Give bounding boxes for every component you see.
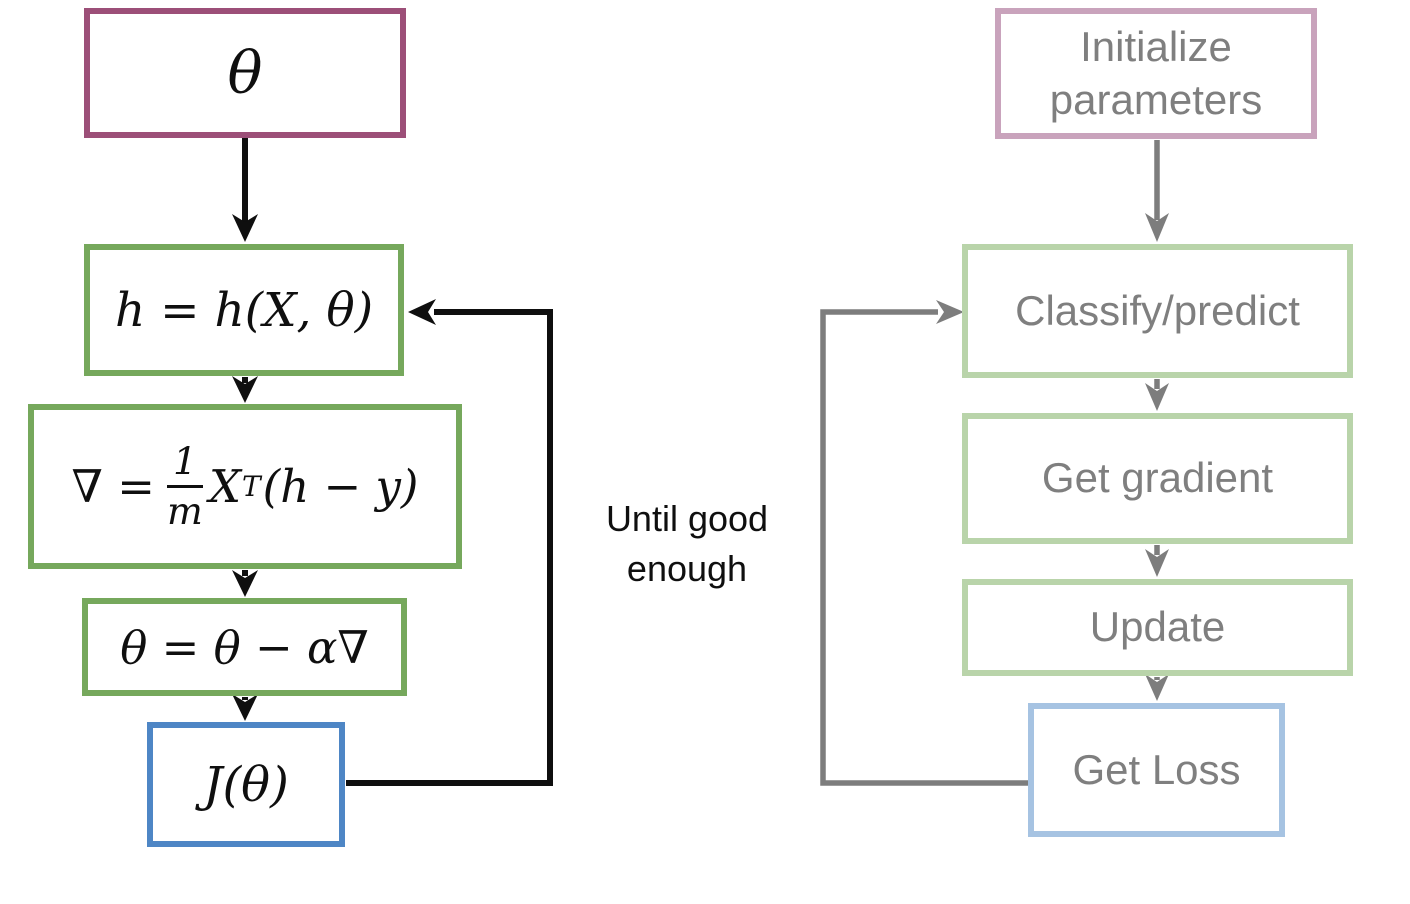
- gradient-rhs: (h − y): [262, 460, 419, 513]
- classify-predict-label: Classify/predict: [1015, 286, 1300, 334]
- gradient-base: X: [209, 460, 242, 513]
- gradient-lhs: ∇ =: [71, 460, 155, 513]
- arrowhead-right-feedback: [936, 300, 964, 324]
- classify-predict-box: Classify/predict: [962, 244, 1353, 378]
- initialize-parameters-label: Initialize parameters: [1049, 23, 1263, 123]
- arrowhead-update-to-loss-right: [1145, 674, 1169, 701]
- right-feedback-line: [820, 309, 1028, 786]
- until-good-enough-label: Until good enough: [605, 498, 769, 589]
- gradient-fraction: 1 m: [166, 439, 203, 534]
- arrowhead-hypothesis-to-gradient: [232, 376, 258, 403]
- fraction-denominator: m: [167, 489, 203, 533]
- initialize-parameters-box: Initialize parameters: [995, 8, 1317, 139]
- arrowhead-theta-to-hypothesis: [232, 214, 258, 242]
- get-loss-box: Get Loss: [1028, 703, 1285, 837]
- theta-equation: θ: [227, 39, 263, 107]
- arrowhead-gradient-to-update-right: [1145, 549, 1169, 577]
- arrowhead-init-to-classify: [1145, 213, 1169, 242]
- update-box: Update: [962, 579, 1353, 676]
- theta-box: θ: [84, 8, 406, 138]
- hypothesis-equation: h = h(X, θ): [114, 282, 374, 338]
- update-equation-box: θ = θ − α∇: [82, 598, 407, 696]
- get-gradient-box: Get gradient: [962, 413, 1353, 544]
- arrowhead-gradient-to-update: [232, 570, 258, 597]
- arrowhead-left-feedback: [408, 299, 436, 325]
- get-gradient-label: Get gradient: [1041, 454, 1274, 502]
- fraction-numerator: 1: [166, 439, 203, 488]
- arrowhead-update-to-loss: [232, 694, 258, 721]
- hypothesis-box: h = h(X, θ): [84, 244, 404, 376]
- get-loss-label: Get Loss: [1072, 745, 1241, 793]
- loss-equation: J(θ): [203, 756, 289, 813]
- update-equation: θ = θ − α∇: [120, 620, 369, 674]
- arrowhead-classify-to-gradient: [1145, 383, 1169, 411]
- loss-equation-box: J(θ): [147, 722, 345, 847]
- update-label: Update: [1089, 603, 1226, 651]
